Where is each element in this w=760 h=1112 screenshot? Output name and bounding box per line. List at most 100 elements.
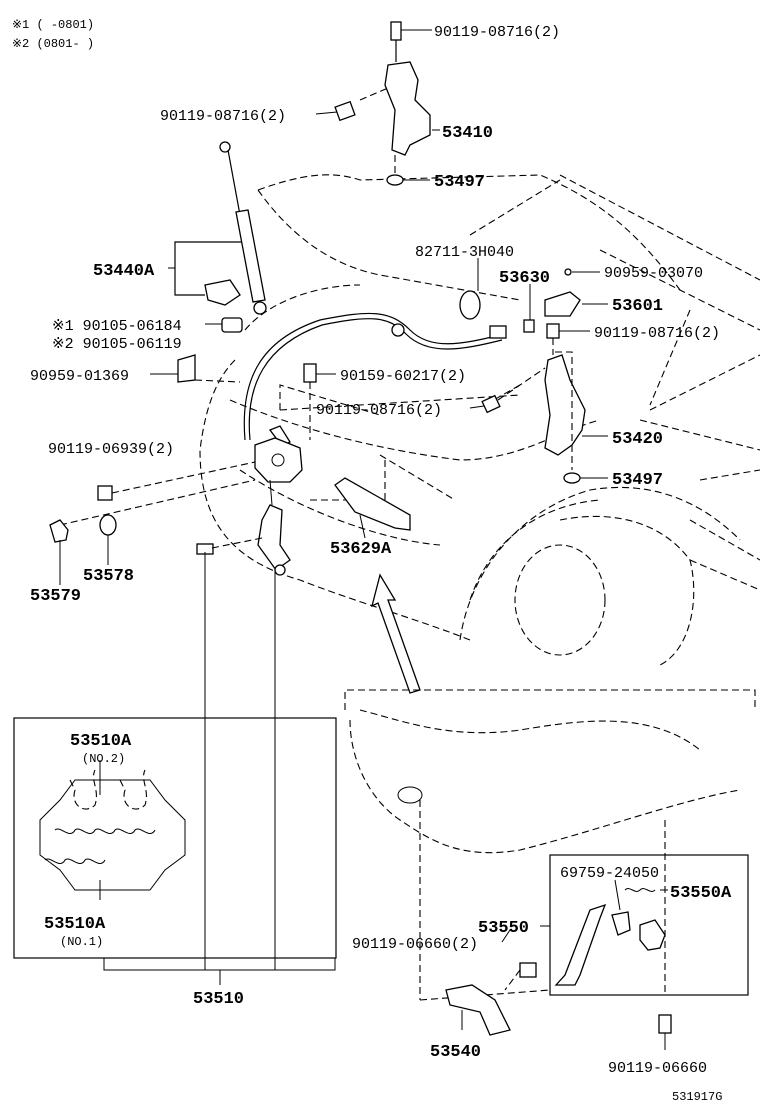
label-p25: (NO.1) <box>60 935 103 949</box>
cable-tip <box>523 319 535 333</box>
cable-end <box>489 325 507 339</box>
hood-support-strut <box>150 141 267 383</box>
label-p16: 53420 <box>612 430 663 449</box>
hood-top-edge <box>257 174 681 291</box>
label-p28: 53550A <box>670 884 732 903</box>
label-p11: ※1 90105-06184 <box>52 318 182 335</box>
tire-outline <box>559 515 695 666</box>
bracket-53540 <box>445 984 511 1036</box>
bolt-90119-08716-b <box>546 323 560 339</box>
clip-53550a <box>611 911 631 936</box>
label-p20: 53579 <box>30 587 81 606</box>
hood-hinge-upper <box>315 21 440 186</box>
lock-lever <box>639 919 666 951</box>
bolt-left <box>334 100 356 122</box>
label-p27: 69759-24050 <box>560 865 659 882</box>
label-p26: 53510 <box>193 990 244 1009</box>
label-p12: ※2 90105-06119 <box>52 336 182 353</box>
label-p17: 90119-06939(2) <box>48 441 174 458</box>
label-p21: 53629A <box>330 540 392 559</box>
closeup-hood-front <box>349 719 741 854</box>
closeup-frame <box>344 689 756 710</box>
windshield-line-2 <box>599 249 760 331</box>
cushion-53578 <box>99 514 117 536</box>
inset-latch-box <box>13 717 337 959</box>
inset-frame <box>13 717 337 959</box>
arrow-shape <box>371 573 421 694</box>
hood-hinge-lower <box>469 268 608 484</box>
label-p7: 53630 <box>499 269 550 288</box>
label-p30: 90119-06660(2) <box>352 936 478 953</box>
group-bracket <box>103 958 336 971</box>
cable-line-1 <box>243 312 501 441</box>
label-p9: 53601 <box>612 297 663 316</box>
latch-spring-no2-right <box>119 769 147 810</box>
bolt-90119-08716-c <box>481 394 501 414</box>
label-p1: 90119-08716(2) <box>434 24 560 41</box>
side-line-2 <box>689 519 760 561</box>
label-p10: 90119-08716(2) <box>594 325 720 342</box>
support-bracket <box>334 477 411 531</box>
label-p13: 90959-01369 <box>30 368 129 385</box>
strut-body <box>235 209 266 303</box>
label-p15: 90119-08716(2) <box>316 402 442 419</box>
a-pillar-line <box>649 309 691 406</box>
latch-body <box>39 779 186 891</box>
cable-line-2 <box>248 318 503 441</box>
label-p8: 90959-03070 <box>604 265 703 282</box>
label-p18: 53497 <box>612 471 663 490</box>
windshield-line-1 <box>559 174 760 281</box>
bolt-90105 <box>221 317 243 333</box>
label-p19: 53578 <box>83 567 134 586</box>
side-line-1 <box>639 419 760 451</box>
spring-no1 <box>44 858 106 865</box>
label-p4: 53497 <box>434 173 485 192</box>
bolt-90119-06939 <box>97 485 113 501</box>
wheel-arch-inner <box>469 499 601 601</box>
fender-upper-left <box>244 284 361 331</box>
closeup-hood-top <box>359 709 701 751</box>
closeup-view <box>344 689 756 1050</box>
label-p33: 531917G <box>672 1090 722 1104</box>
latch-53510 <box>254 437 303 483</box>
spring-no2 <box>54 828 156 835</box>
side-line-3 <box>689 559 760 591</box>
strut-bracket <box>204 279 241 306</box>
grommet-53497-lower <box>563 472 581 484</box>
label-p3: 53410 <box>442 124 493 143</box>
label-p2: 90119-08716(2) <box>160 108 286 125</box>
label-p22: 53510A <box>70 732 132 751</box>
bolt-90119-06660-a <box>519 962 537 978</box>
label-p14: 90159-60217(2) <box>340 368 466 385</box>
view-arrow <box>371 573 421 694</box>
hood-latch <box>49 437 303 970</box>
hood-front-edge <box>257 189 521 301</box>
hinge-53420 <box>544 354 586 456</box>
rod-53550 <box>554 903 607 986</box>
label-p29: 53550 <box>478 919 529 938</box>
part-labels: 90119-08716(2) 90119-08716(2) 53410 5349… <box>30 24 732 1104</box>
note-2: ※2 (0801- ) <box>12 37 94 51</box>
label-p5: 53440A <box>93 262 155 281</box>
label-p24: 53510A <box>44 915 106 934</box>
label-p32: 90119-06660 <box>608 1060 707 1077</box>
cushion-53579 <box>49 519 69 543</box>
release-cable <box>243 258 535 447</box>
wheel-hub <box>514 544 606 656</box>
label-p31: 53540 <box>430 1043 481 1062</box>
clip-90159-60217 <box>303 363 317 383</box>
label-p23: (NO.2) <box>82 752 125 766</box>
grommet-53497-upper <box>386 174 404 186</box>
hood-crease <box>469 179 561 236</box>
side-line-4 <box>699 469 760 481</box>
label-p6: 82711-3H040 <box>415 244 514 261</box>
inset-box-2 <box>549 854 749 996</box>
bumper-line-2 <box>239 469 441 546</box>
hinge-53410 <box>384 61 431 156</box>
latch-lower <box>257 504 291 571</box>
note-1: ※1 ( -0801) <box>12 18 94 32</box>
wheel-arch-outer <box>459 486 741 641</box>
bolt-90119-06660-b <box>658 1014 672 1034</box>
clip-90959-01369 <box>177 354 196 383</box>
